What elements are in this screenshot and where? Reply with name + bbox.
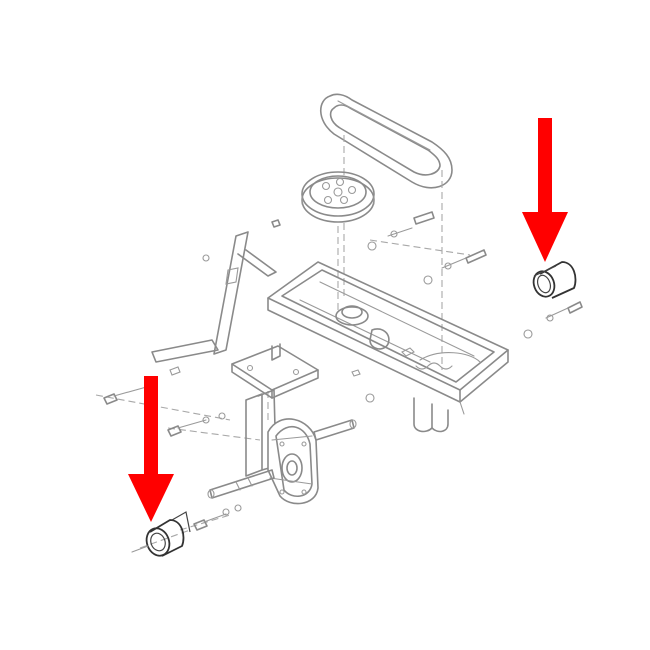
frame-plate [267, 261, 509, 433]
pulley-bolts [271, 211, 435, 251]
transmission-bracket [231, 343, 319, 399]
frame-bolts-right [423, 249, 583, 339]
bushing-right [532, 261, 577, 299]
arrow-left [128, 376, 174, 522]
axle-shaft [207, 419, 357, 499]
pulley [301, 171, 375, 223]
arrow-right [522, 118, 568, 262]
shift-lever [151, 231, 277, 376]
drive-belt [319, 93, 453, 189]
gearbox [245, 389, 319, 505]
bushing-left [131, 511, 191, 557]
